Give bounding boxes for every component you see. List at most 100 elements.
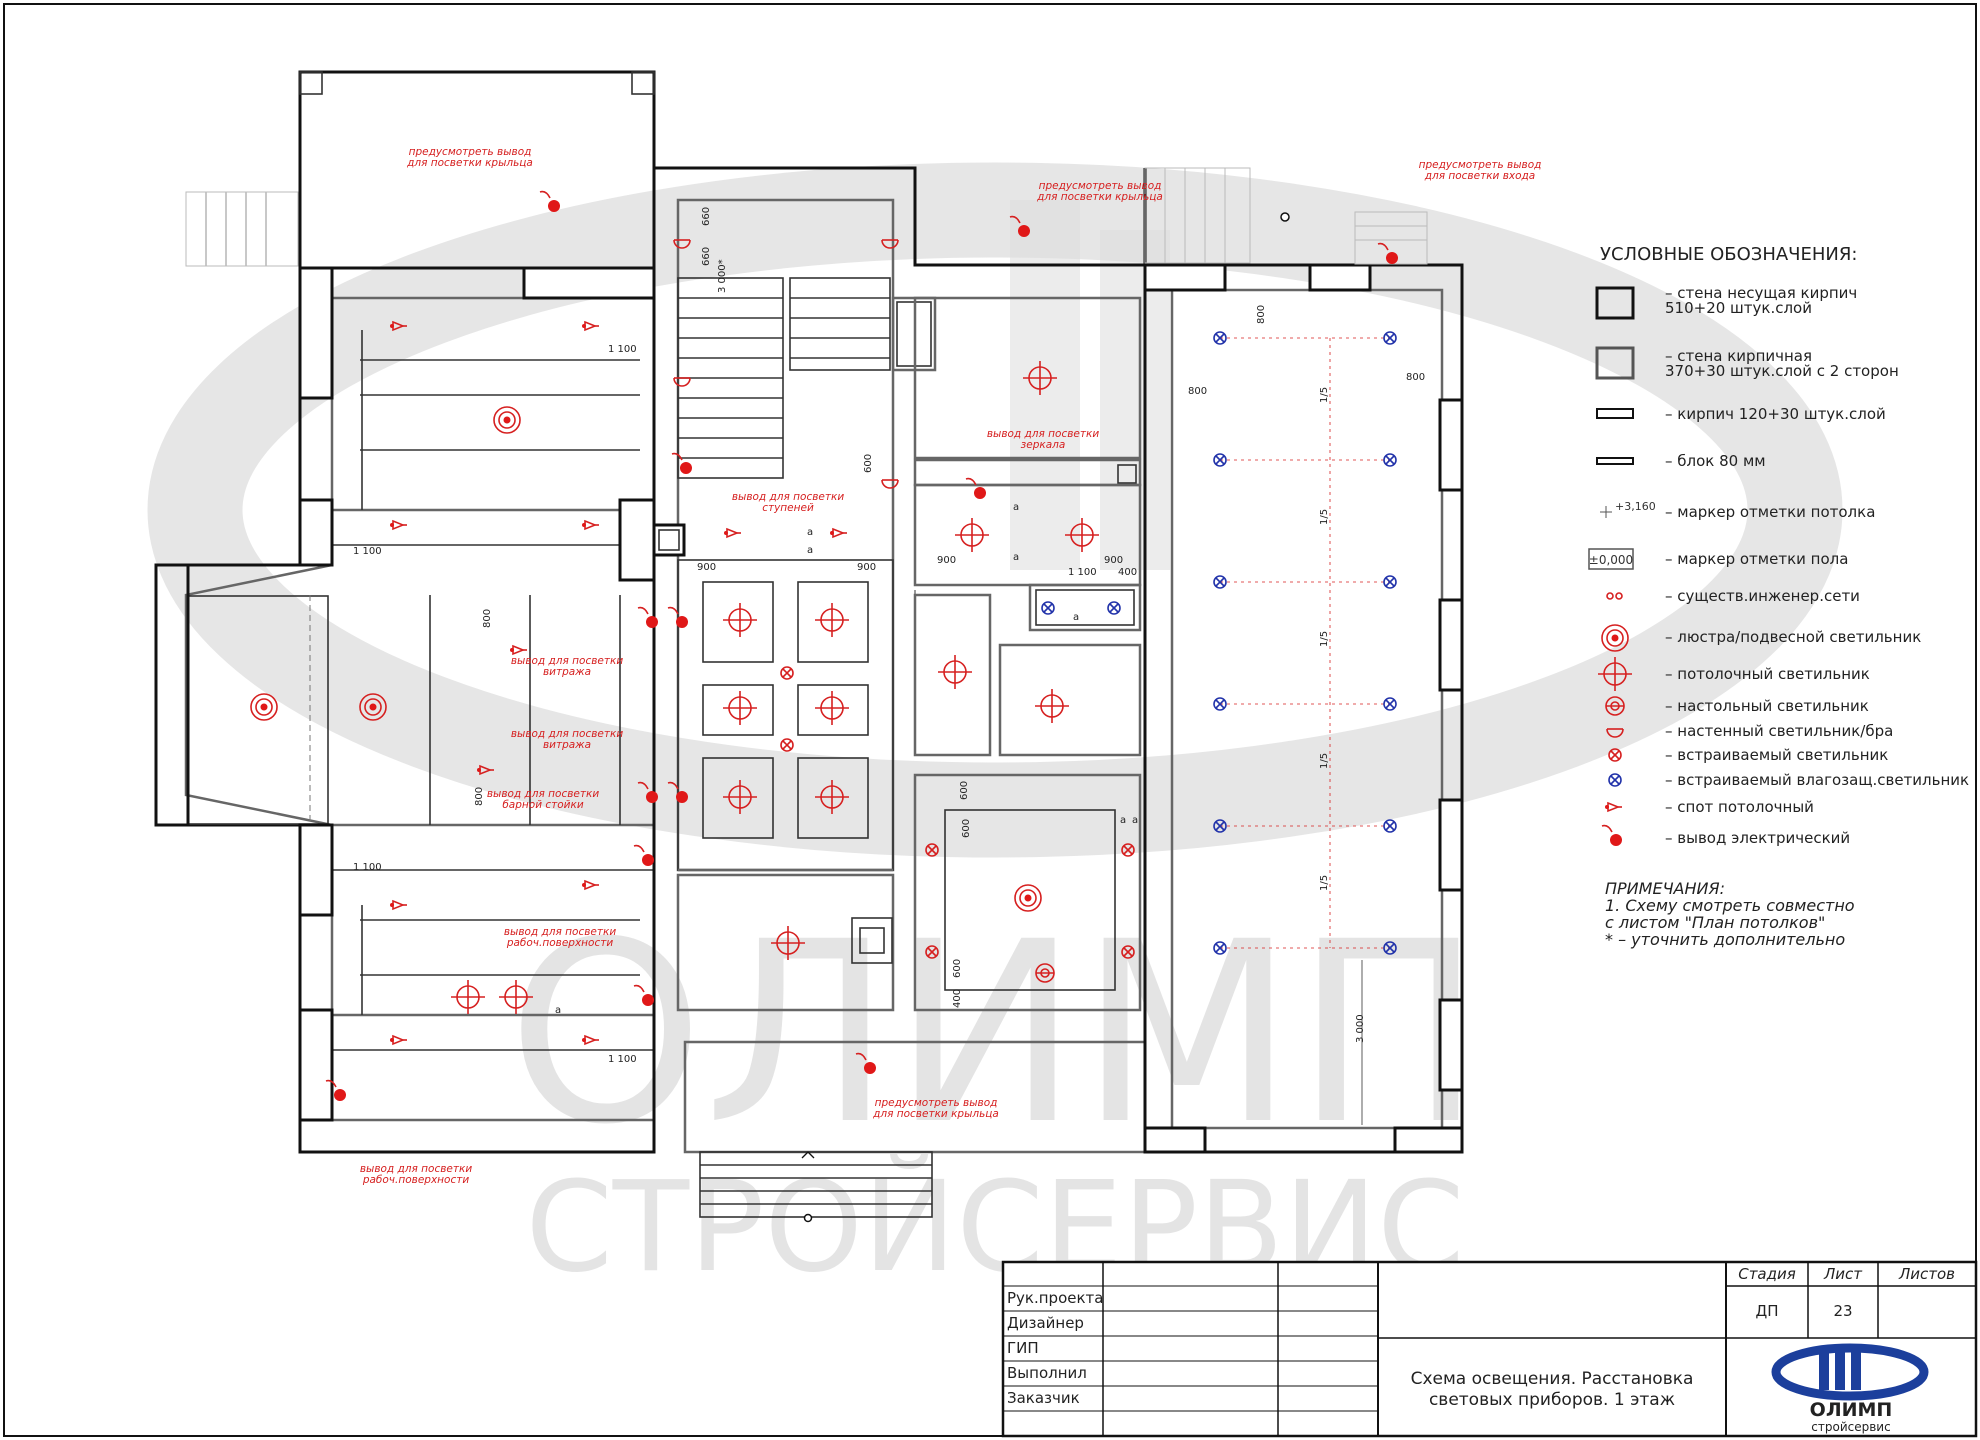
floor-mark-icon: ±0,000 bbox=[1588, 548, 1634, 570]
svg-text:±0,000: ±0,000 bbox=[1589, 553, 1633, 567]
svg-text:барной стойки: барной стойки bbox=[502, 799, 584, 811]
svg-text:для посветки входа: для посветки входа bbox=[1424, 170, 1535, 182]
svg-text:– спот потолочный: – спот потолочный bbox=[1665, 798, 1814, 816]
svg-text:a: a bbox=[1132, 815, 1138, 826]
engineering-networks-icon bbox=[1606, 592, 1623, 600]
svg-text:– встраиваемый влагозащ.светил: – встраиваемый влагозащ.светильник bbox=[1665, 771, 1969, 789]
svg-text:1/5: 1/5 bbox=[1319, 387, 1330, 403]
wall-load-bearing-icon bbox=[1595, 286, 1635, 320]
svg-text:370+30 штук.слой с 2 сторон: 370+30 штук.слой с 2 сторон bbox=[1665, 362, 1899, 380]
svg-text:660: 660 bbox=[701, 207, 712, 226]
svg-text:600: 600 bbox=[959, 781, 970, 800]
dimensions: 1 100 1 100 1 100 1 100 1 100 900 900 90… bbox=[353, 207, 1425, 1065]
svg-text:для посветки крыльца: для посветки крыльца bbox=[1036, 191, 1163, 203]
svg-text:– существ.инженер.сети: – существ.инженер.сети bbox=[1665, 587, 1860, 605]
svg-text:1/5: 1/5 bbox=[1319, 631, 1330, 647]
legend: УСЛОВНЫЕ ОБОЗНАЧЕНИЯ: – стена несущая ки… bbox=[1588, 244, 1969, 847]
watermark-brand: ОЛИМП bbox=[507, 888, 1482, 1179]
svg-text:– блок 80 мм: – блок 80 мм bbox=[1665, 452, 1766, 470]
sheet-title-line1: Схема освещения. Расстановка bbox=[1411, 1369, 1694, 1389]
svg-text:вывод для посветки: вывод для посветки bbox=[360, 1163, 472, 1175]
sheet-label: Лист bbox=[1823, 1265, 1863, 1283]
stage-label: Стадия bbox=[1738, 1265, 1796, 1283]
svg-text:вывод для посветки: вывод для посветки bbox=[504, 926, 616, 938]
role-performer: Выполнил bbox=[1007, 1364, 1087, 1382]
electric-outlet-icon bbox=[1601, 824, 1623, 847]
svg-text:– встраиваемый светильник: – встраиваемый светильник bbox=[1665, 746, 1888, 764]
svg-text:a: a bbox=[1013, 502, 1019, 513]
svg-text:витража: витража bbox=[543, 666, 591, 678]
svg-text:1/5: 1/5 bbox=[1319, 509, 1330, 525]
sheet-title-line2: световых приборов. 1 этаж bbox=[1429, 1390, 1675, 1410]
svg-text:3 000: 3 000 bbox=[1355, 1014, 1366, 1043]
svg-text:зеркала: зеркала bbox=[1021, 439, 1066, 451]
svg-text:1/5: 1/5 bbox=[1319, 753, 1330, 769]
svg-text:510+20 штук.слой: 510+20 штук.слой bbox=[1665, 299, 1812, 317]
floor-plan: 1 100 1 100 1 100 1 100 1 100 900 900 90… bbox=[154, 70, 1542, 1223]
svg-text:a: a bbox=[555, 1005, 561, 1016]
svg-text:1. Схему смотреть совместно: 1. Схему смотреть совместно bbox=[1605, 896, 1855, 915]
stage-value: ДП bbox=[1756, 1302, 1779, 1320]
svg-text:800: 800 bbox=[1256, 305, 1267, 324]
svg-text:рабоч.поверхности: рабоч.поверхности bbox=[362, 1174, 470, 1186]
notes-title: ПРИМЕЧАНИЯ: bbox=[1605, 879, 1725, 898]
svg-text:для посветки крыльца: для посветки крыльца bbox=[406, 157, 533, 169]
notes: ПРИМЕЧАНИЯ: 1. Схему смотреть совместно … bbox=[1605, 879, 1855, 949]
svg-text:рабоч.поверхности: рабоч.поверхности bbox=[506, 937, 614, 949]
svg-text:– маркер отметки потолка: – маркер отметки потолка bbox=[1665, 503, 1875, 521]
svg-text:предусмотреть вывод: предусмотреть вывод bbox=[875, 1097, 998, 1109]
block-partition-icon bbox=[1596, 457, 1634, 465]
wall-brick-icon bbox=[1595, 346, 1635, 380]
svg-text:– кирпич 120+30 штук.слой: – кирпич 120+30 штук.слой bbox=[1665, 405, 1886, 423]
svg-text:800: 800 bbox=[474, 787, 485, 806]
plan-notes: предусмотреть вывод для посветки крыльца… bbox=[360, 146, 1542, 1186]
svg-text:1 100: 1 100 bbox=[608, 1054, 637, 1065]
svg-text:660: 660 bbox=[701, 247, 712, 266]
svg-text:– стена несущая кирпич: – стена несущая кирпич bbox=[1665, 284, 1857, 302]
svg-text:* – уточнить дополнительно: * – уточнить дополнительно bbox=[1605, 930, 1845, 949]
svg-text:a: a bbox=[1013, 552, 1019, 563]
svg-text:800: 800 bbox=[1406, 372, 1425, 383]
svg-text:– маркер отметки пола: – маркер отметки пола bbox=[1665, 550, 1848, 568]
svg-text:– настенный светильник/бра: – настенный светильник/бра bbox=[1665, 722, 1893, 740]
role-customer: Заказчик bbox=[1007, 1389, 1080, 1407]
recessed-waterproof-light-icon bbox=[1608, 773, 1622, 787]
svg-text:витража: витража bbox=[543, 739, 591, 751]
logo-name: ОЛИМП bbox=[1810, 1399, 1893, 1421]
svg-text:предусмотреть вывод: предусмотреть вывод bbox=[1039, 180, 1162, 192]
svg-text:800: 800 bbox=[1188, 386, 1207, 397]
svg-text:вывод для посветки: вывод для посветки bbox=[987, 428, 1099, 440]
legend-title: УСЛОВНЫЕ ОБОЗНАЧЕНИЯ: bbox=[1600, 244, 1857, 265]
svg-text:600: 600 bbox=[863, 454, 874, 473]
svg-text:вывод для посветки: вывод для посветки bbox=[732, 491, 844, 503]
svg-text:вывод для посветки: вывод для посветки bbox=[487, 788, 599, 800]
svg-text:a: a bbox=[807, 545, 813, 556]
svg-text:900: 900 bbox=[857, 562, 876, 573]
svg-text:предусмотреть вывод: предусмотреть вывод bbox=[1419, 159, 1542, 171]
svg-text:900: 900 bbox=[697, 562, 716, 573]
svg-text:900: 900 bbox=[937, 555, 956, 566]
logo-sub: стройсервис bbox=[1811, 1420, 1890, 1434]
ceiling-mark-icon: +3,160 bbox=[1600, 500, 1656, 518]
svg-text:1 100: 1 100 bbox=[353, 862, 382, 873]
svg-text:с листом "План потолков": с листом "План потолков" bbox=[1605, 913, 1825, 932]
sheet-value: 23 bbox=[1833, 1302, 1852, 1320]
svg-text:a: a bbox=[1073, 612, 1079, 623]
sheets-label: Листов bbox=[1898, 1265, 1955, 1283]
svg-text:ступеней: ступеней bbox=[762, 502, 814, 514]
svg-text:– вывод электрический: – вывод электрический bbox=[1665, 829, 1850, 847]
brick-partition-icon bbox=[1596, 408, 1634, 419]
svg-text:a: a bbox=[1120, 815, 1126, 826]
svg-text:800: 800 bbox=[482, 609, 493, 628]
olimp-logo: ОЛИМП стройсервис bbox=[1771, 1343, 1929, 1434]
svg-text:+3,160: +3,160 bbox=[1615, 500, 1656, 513]
svg-text:– люстра/подвесной светильник: – люстра/подвесной светильник bbox=[1665, 628, 1921, 646]
svg-text:для посветки крыльца: для посветки крыльца bbox=[872, 1108, 999, 1120]
role-project-lead: Рук.проекта bbox=[1007, 1289, 1103, 1307]
svg-text:1 100: 1 100 bbox=[353, 546, 382, 557]
svg-text:предусмотреть вывод: предусмотреть вывод bbox=[409, 146, 532, 158]
svg-text:1 100: 1 100 bbox=[1068, 567, 1097, 578]
svg-text:400: 400 bbox=[1118, 567, 1137, 578]
watermark: ОЛИМП СТРОЙСЕРВИС bbox=[147, 162, 1843, 1300]
